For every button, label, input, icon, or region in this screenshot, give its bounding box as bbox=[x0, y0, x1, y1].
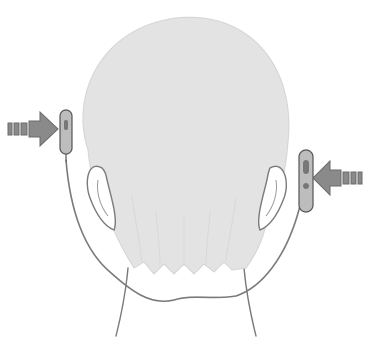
head-icon bbox=[83, 17, 289, 274]
left-hearing-device-icon bbox=[60, 110, 72, 162]
arrow-left-icon bbox=[313, 161, 362, 195]
neck-outline bbox=[116, 268, 256, 336]
hair-shape bbox=[83, 17, 289, 274]
arrow-right-icon bbox=[8, 112, 58, 146]
right-hearing-device-icon bbox=[299, 150, 313, 212]
